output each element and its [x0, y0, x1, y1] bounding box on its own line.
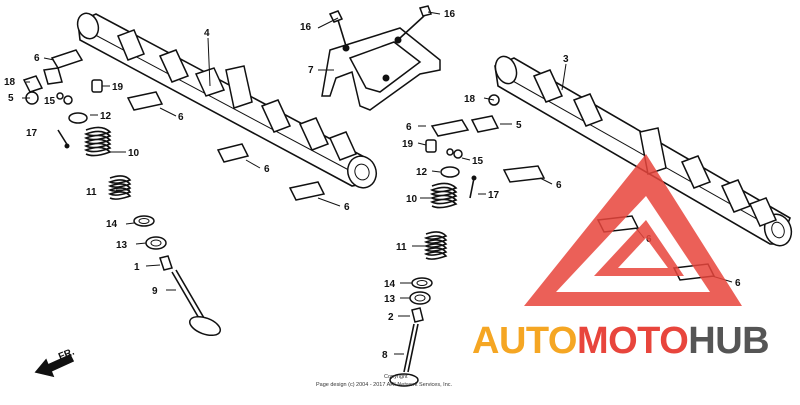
callout-18-left: 18 [4, 77, 16, 88]
watermark-text: AUTOMOTOHUB [472, 320, 770, 362]
callout-19-left: 19 [112, 82, 124, 93]
right-oil-seal-13[interactable] [409, 291, 431, 305]
watermark-text-auto: AUTO [472, 320, 577, 362]
callout-2: 2 [388, 312, 394, 323]
callout-6-d: 6 [344, 202, 350, 213]
callout-16-left: 16 [300, 22, 312, 33]
callout-14-left: 14 [106, 219, 118, 230]
bolt-16-right[interactable] [399, 5, 432, 39]
callout-14-right: 14 [384, 279, 396, 290]
copyright-line-2: Page design (c) 2004 - 2017 ARI Network … [316, 382, 453, 388]
right-shim-12[interactable] [440, 166, 460, 178]
callout-6-c: 6 [264, 164, 270, 175]
callout-15-right: 15 [472, 156, 484, 167]
callout-15-left: 15 [44, 96, 56, 107]
callout-5-right: 5 [516, 120, 522, 131]
callout-19-right: 19 [402, 139, 414, 150]
callout-8: 8 [382, 350, 388, 361]
callout-17-left: 17 [26, 128, 38, 139]
callout-17-right: 17 [488, 190, 500, 201]
callout-12-left: 12 [100, 111, 112, 122]
copyright-line-1: Copyright [384, 374, 408, 380]
callout-6-h: 6 [735, 278, 741, 289]
cam-chain-guide-plate[interactable] [321, 27, 441, 111]
callout-16-right: 16 [444, 9, 456, 20]
left-valve-spring-outer-10[interactable] [83, 126, 112, 157]
leader-lines [22, 11, 733, 355]
right-valve-8[interactable] [389, 323, 419, 387]
left-pin-17[interactable] [57, 129, 70, 149]
callout-6-e: 6 [406, 122, 412, 133]
bolt-16-left[interactable] [328, 10, 347, 47]
callout-3: 3 [563, 54, 569, 65]
left-shim-12[interactable] [68, 112, 88, 124]
callout-6-b: 6 [178, 112, 184, 123]
callout-11-left: 11 [86, 187, 97, 198]
left-valve-spring-inner-11[interactable] [107, 175, 132, 200]
callout-6-a: 6 [34, 53, 40, 64]
right-pin-17[interactable] [469, 175, 477, 199]
callout-12-right: 12 [416, 167, 428, 178]
callout-18-right: 18 [464, 94, 476, 105]
callout-5-left: 5 [8, 93, 14, 104]
right-valve-spring-outer-10[interactable] [429, 182, 458, 209]
watermark-text-hub: HUB [688, 320, 770, 362]
callout-6-f: 6 [556, 180, 562, 191]
right-camshaft[interactable] [492, 53, 796, 249]
callout-10-right: 10 [406, 194, 418, 205]
watermark-text-moto: MOTO [576, 320, 689, 362]
left-camshaft[interactable] [74, 10, 380, 191]
right-valve-spring-inner-11[interactable] [423, 231, 448, 260]
left-oil-seal-13[interactable] [145, 236, 167, 250]
right-spring-seat-14[interactable] [411, 277, 433, 289]
callout-labels: 4 16 16 7 3 6 18 5 15 19 12 6 17 10 6 11… [4, 9, 741, 361]
right-valve-guide-2[interactable] [411, 307, 424, 323]
callout-10-left: 10 [128, 148, 140, 159]
callout-11-right: 11 [396, 242, 407, 253]
front-direction-arrow: FR. [34, 346, 76, 378]
callout-13-right: 13 [384, 294, 396, 305]
callout-7: 7 [308, 65, 314, 76]
callout-1: 1 [134, 262, 140, 273]
callout-9: 9 [152, 286, 158, 297]
left-rocker-arm-parts[interactable] [22, 49, 326, 201]
left-spring-seat-14[interactable] [133, 215, 155, 227]
callout-4: 4 [204, 28, 210, 39]
left-valve-9[interactable] [171, 269, 223, 339]
left-valve-guide-1[interactable] [159, 255, 173, 271]
callout-13-left: 13 [116, 240, 128, 251]
watermark-logo-triangle [524, 154, 742, 306]
